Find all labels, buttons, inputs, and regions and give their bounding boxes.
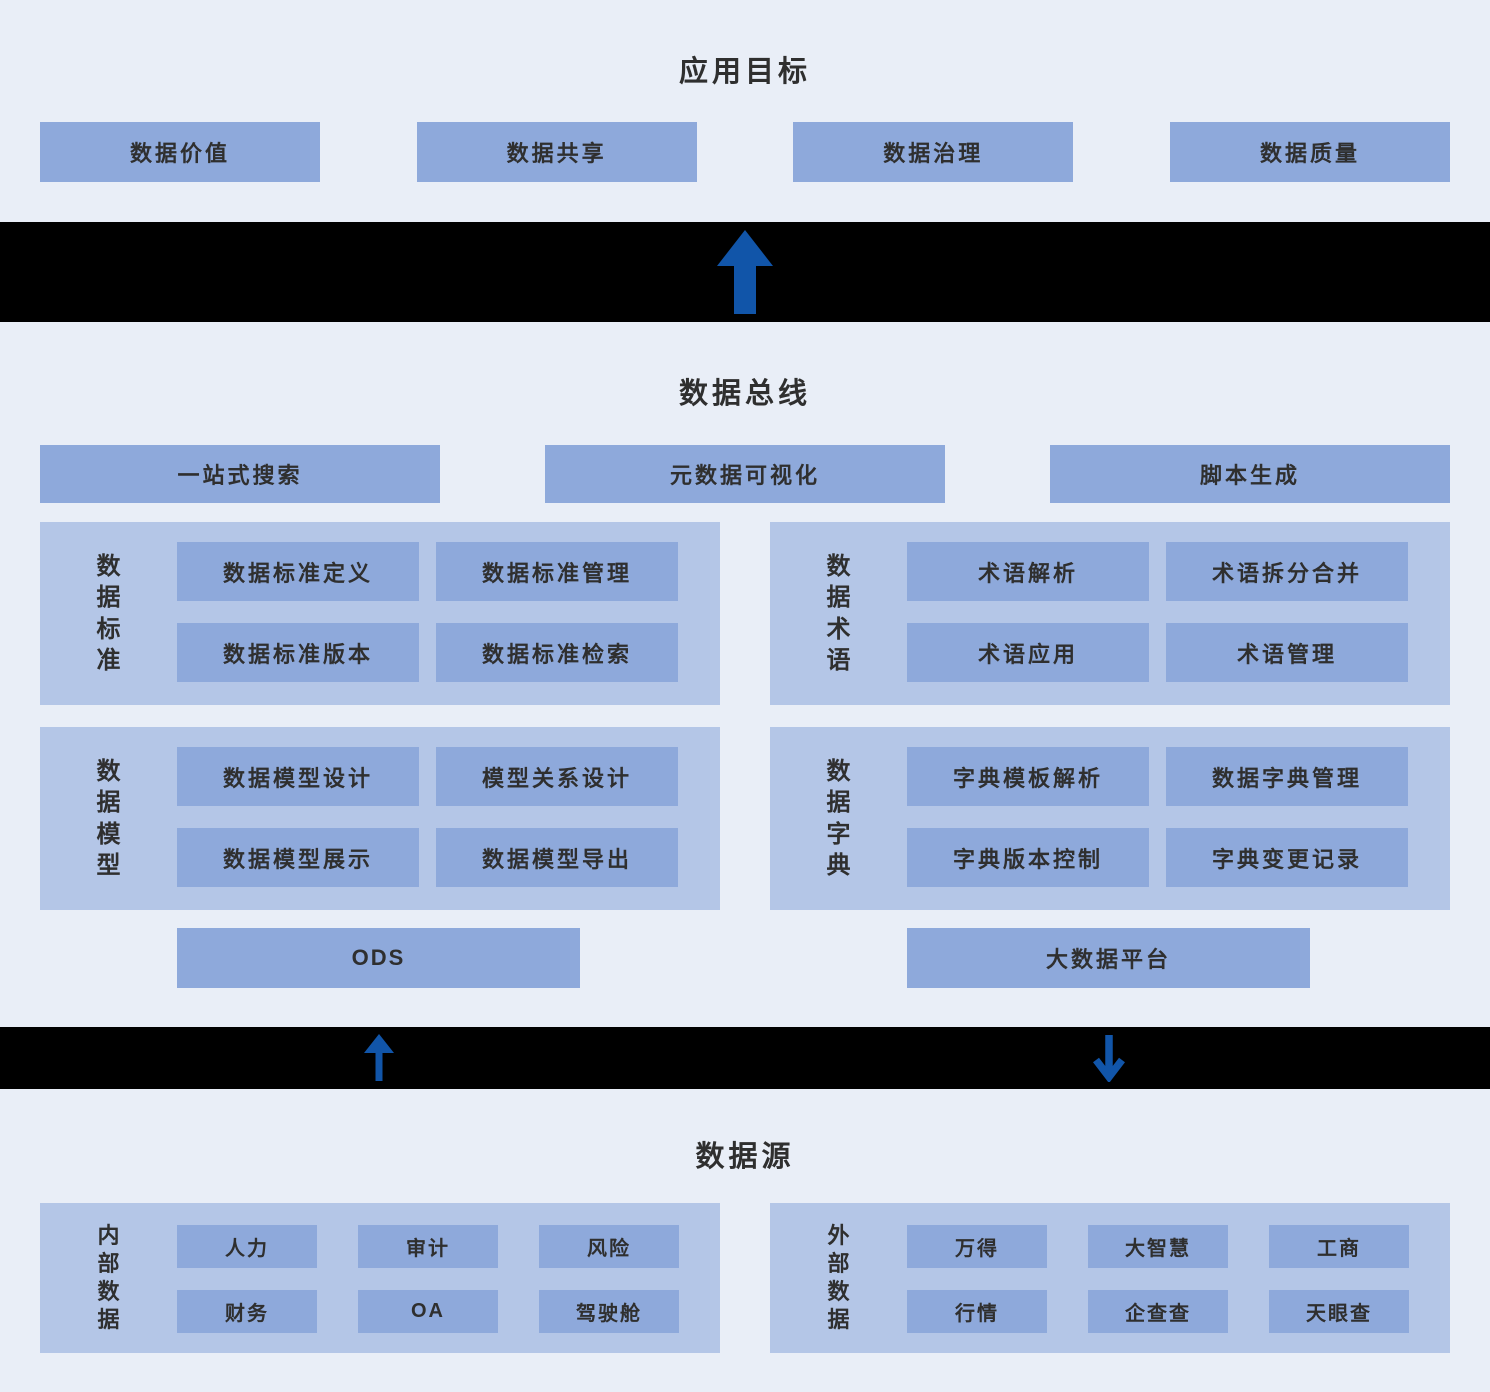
- source-box: 人力: [177, 1225, 317, 1268]
- group-label-text: 数据术语: [826, 553, 851, 674]
- goals-title: 应用目标: [678, 56, 811, 88]
- source-box: 企查查: [1088, 1290, 1228, 1333]
- feature-box: 数据模型展示: [177, 828, 419, 887]
- feature-box: 数据标准定义: [177, 542, 419, 601]
- feature-box: 字典版本控制: [907, 828, 1149, 887]
- group-grid: 字典模板解析 数据字典管理 字典版本控制 字典变更记录: [907, 747, 1408, 887]
- goal-box: 数据价值: [40, 122, 320, 182]
- goal-box: 数据质量: [1169, 122, 1450, 182]
- group-label: 内部数据: [40, 1203, 177, 1353]
- group-data-term: 数据术语 术语解析 术语拆分合并 术语应用 术语管理: [770, 522, 1450, 705]
- source-box: 大智慧: [1088, 1225, 1228, 1268]
- platform-ods-box: ODS: [177, 928, 580, 988]
- source-box: 天眼查: [1269, 1290, 1409, 1333]
- goals-bus-divider-bar: [0, 222, 1490, 322]
- group-label-text: 外部数据: [827, 1222, 850, 1333]
- group-data-dictionary: 数据字典 字典模板解析 数据字典管理 字典版本控制 字典变更记录: [770, 727, 1450, 910]
- source-title: 数据源: [695, 1141, 795, 1173]
- source-bus-divider-bar: [0, 1027, 1490, 1089]
- bus-feature-box: 元数据可视化: [545, 445, 945, 503]
- feature-box: 数据标准检索: [436, 623, 678, 682]
- group-label: 数据字典: [770, 727, 907, 910]
- group-grid: 人力 审计 风险 财务 OA 驾驶舱: [177, 1225, 679, 1333]
- source-box: 财务: [177, 1290, 317, 1333]
- goal-box: 数据共享: [416, 122, 697, 182]
- source-box: 风险: [539, 1225, 679, 1268]
- group-external-data: 外部数据 万得 大智慧 工商 行情 企查查 天眼查: [770, 1203, 1450, 1353]
- feature-box: 数据模型设计: [177, 747, 419, 806]
- group-label-text: 内部数据: [97, 1222, 120, 1333]
- bus-top-row: 一站式搜索 元数据可视化 脚本生成: [0, 445, 1490, 503]
- source-box: OA: [358, 1290, 498, 1333]
- feature-box: 数据字典管理: [1166, 747, 1408, 806]
- bus-feature-box: 一站式搜索: [40, 445, 440, 503]
- up-arrow-icon: [717, 230, 773, 314]
- source-box: 审计: [358, 1225, 498, 1268]
- group-label-text: 数据模型: [96, 758, 121, 879]
- goals-row: 数据价值 数据共享 数据治理 数据质量: [0, 122, 1490, 182]
- platform-bigdata-box: 大数据平台: [907, 928, 1310, 988]
- feature-box: 术语解析: [907, 542, 1149, 601]
- group-label: 数据术语: [770, 522, 907, 705]
- group-label-text: 数据字典: [826, 758, 851, 879]
- source-box: 工商: [1269, 1225, 1409, 1268]
- source-box: 万得: [907, 1225, 1047, 1268]
- group-internal-data: 内部数据 人力 审计 风险 财务 OA 驾驶舱: [40, 1203, 720, 1353]
- group-data-standard: 数据标准 数据标准定义 数据标准管理 数据标准版本 数据标准检索: [40, 522, 720, 705]
- group-grid: 数据标准定义 数据标准管理 数据标准版本 数据标准检索: [177, 542, 678, 682]
- feature-box: 字典模板解析: [907, 747, 1149, 806]
- feature-box: 术语应用: [907, 623, 1149, 682]
- feature-box: 术语管理: [1166, 623, 1408, 682]
- group-grid: 数据模型设计 模型关系设计 数据模型展示 数据模型导出: [177, 747, 678, 887]
- source-box: 行情: [907, 1290, 1047, 1333]
- bus-feature-box: 脚本生成: [1050, 445, 1450, 503]
- group-data-model: 数据模型 数据模型设计 模型关系设计 数据模型展示 数据模型导出: [40, 727, 720, 910]
- bus-title: 数据总线: [678, 378, 811, 410]
- group-label: 数据标准: [40, 522, 177, 705]
- feature-box: 术语拆分合并: [1166, 542, 1408, 601]
- group-label: 外部数据: [770, 1203, 907, 1353]
- group-grid: 术语解析 术语拆分合并 术语应用 术语管理: [907, 542, 1408, 682]
- down-arrow-icon: [1093, 1035, 1125, 1082]
- feature-box: 数据标准版本: [177, 623, 419, 682]
- source-box: 驾驶舱: [539, 1290, 679, 1333]
- goal-box: 数据治理: [793, 122, 1074, 182]
- feature-box: 字典变更记录: [1166, 828, 1408, 887]
- feature-box: 数据标准管理: [436, 542, 678, 601]
- feature-box: 数据模型导出: [436, 828, 678, 887]
- up-arrow-icon: [364, 1034, 394, 1081]
- group-grid: 万得 大智慧 工商 行情 企查查 天眼查: [907, 1225, 1409, 1333]
- group-label: 数据模型: [40, 727, 177, 910]
- group-label-text: 数据标准: [96, 553, 121, 674]
- feature-box: 模型关系设计: [436, 747, 678, 806]
